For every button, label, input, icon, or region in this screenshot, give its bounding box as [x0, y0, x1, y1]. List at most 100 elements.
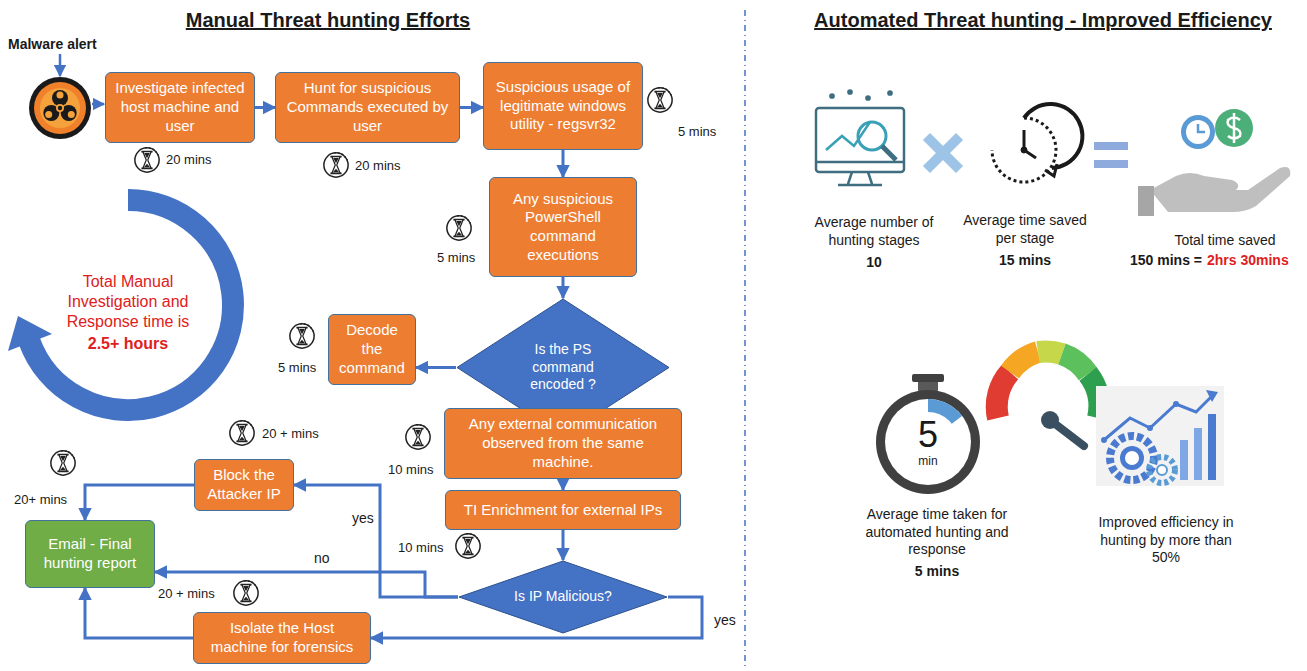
biohazard-icon — [58, 106, 62, 110]
divider-line — [744, 10, 746, 668]
process-box: Any suspicious PowerShell command execut… — [489, 177, 637, 277]
multiply-sign — [930, 140, 956, 166]
time-label: 10 mins — [398, 540, 444, 556]
section-title: Manual Threat hunting Efforts — [108, 8, 548, 33]
timer-icon — [324, 153, 348, 177]
text-group: Email - Final hunting report — [32, 535, 148, 573]
timer-icon — [51, 451, 75, 475]
node-text: Block the Attacker IP — [201, 466, 287, 504]
flow-arrow — [85, 485, 194, 520]
edge-label: yes — [350, 510, 376, 527]
process-box: Hunt for suspicious Commands executed by… — [275, 72, 460, 143]
time-label: 5 mins — [437, 250, 475, 266]
timer-icon — [234, 581, 258, 605]
timer-icon — [51, 88, 672, 605]
process-box: Any external communication observed from… — [444, 408, 682, 479]
equals-sign — [1094, 142, 1128, 150]
efficiency-icon — [1194, 428, 1202, 480]
time-label: 20 mins — [166, 152, 212, 168]
time-label: 5 mins — [678, 124, 716, 140]
text-group: Hunt for suspicious Commands executed by… — [282, 79, 453, 135]
equals-sign — [1094, 142, 1128, 168]
gauge-icon — [997, 351, 1100, 446]
gauge-icon — [1062, 354, 1088, 374]
efficiency-icon — [1147, 425, 1153, 431]
timer-icon — [406, 425, 430, 449]
monitor-icon — [830, 94, 833, 97]
biohazard-icon — [29, 77, 91, 139]
node-text: Any suspicious PowerShell command execut… — [496, 190, 630, 265]
timer-icon — [135, 148, 159, 172]
node-text: Investigate infected host machine and us… — [112, 79, 248, 135]
monitor-icon — [848, 90, 851, 93]
process-box: TI Enrichment for external IPs — [445, 490, 681, 530]
efficiency-icon — [1208, 414, 1216, 480]
diamond-outline — [456, 298, 670, 437]
node-text: Is IP Malicious? — [514, 588, 612, 606]
multiply-sign — [930, 140, 956, 166]
flow-arrow — [371, 597, 702, 638]
node-text: Email - Final hunting report — [32, 535, 148, 573]
cycle-arrow — [8, 316, 52, 351]
text-group: Is the PS command encoded ? — [510, 341, 617, 394]
efficiency-icon — [1096, 386, 1224, 486]
edge-label: yes — [712, 612, 738, 629]
metric-value: 10 — [834, 254, 914, 272]
metric-value: 15 mins — [975, 252, 1075, 270]
gauge-icon — [997, 372, 1010, 418]
flow-arrow — [294, 485, 458, 597]
gauge-icon — [1041, 411, 1059, 429]
money-hand-icon — [1198, 124, 1205, 132]
time-label: 20 + mins — [262, 426, 319, 442]
node-text: Any external communication observed from… — [451, 415, 675, 471]
biohazard-icon — [29, 77, 91, 139]
stopwatch-icon — [912, 374, 944, 382]
clock-icon — [1045, 164, 1057, 176]
cycle-arrow — [8, 200, 233, 410]
cycle-arrow — [29, 200, 233, 410]
multiply-sign — [930, 140, 956, 166]
flow-arrow — [562, 408, 565, 437]
timer-icon — [230, 421, 254, 445]
text-group: TI Enrichment for external IPs — [464, 501, 662, 520]
biohazard-icon — [56, 104, 64, 112]
monitor-icon — [816, 108, 904, 172]
flow-arrow — [460, 106, 483, 109]
diamond-shape — [457, 299, 669, 436]
node-text: Is the PS command encoded ? — [510, 341, 617, 394]
gauge-icon — [1038, 351, 1062, 354]
node-text: Hunt for suspicious Commands executed by… — [282, 79, 453, 135]
time-label: 10 mins — [388, 462, 434, 478]
stopwatch-icon — [876, 374, 980, 494]
section-title: Automated Threat hunting - Improved Effi… — [763, 8, 1307, 33]
time-label: 20 + mins — [158, 586, 215, 602]
alert-arrow — [59, 54, 62, 76]
total-time-note: Total Manual Investigation and Response … — [53, 272, 203, 332]
flow-arrow — [85, 588, 193, 638]
process-box: Decode the command — [328, 314, 416, 385]
money-hand-icon — [1186, 120, 1210, 144]
time-label: 5 mins — [278, 360, 316, 376]
monitor-icon — [882, 146, 896, 160]
alert-label: Malware alert — [8, 36, 97, 54]
timer-icon — [456, 534, 480, 558]
money-hand-icon — [1228, 113, 1241, 143]
efficiency-icon — [1120, 446, 1144, 470]
stopwatch-icon — [876, 390, 980, 494]
text-group: Any external communication observed from… — [451, 415, 675, 471]
text-group: Decode the command — [335, 321, 409, 377]
clock-icon — [1021, 147, 1027, 153]
metric-caption: Total time saved — [1145, 232, 1305, 250]
text-group: Investigate infected host machine and us… — [112, 79, 248, 135]
diamond-shape — [459, 561, 667, 633]
decision-diamond: Is IP Malicious? — [458, 560, 668, 634]
efficiency-icon — [1206, 390, 1218, 402]
clock-icon — [992, 118, 1056, 182]
text-group: Any suspicious PowerShell command execut… — [496, 190, 630, 265]
biohazard-icon — [68, 111, 75, 118]
monitor-icon — [888, 91, 891, 94]
flow-arrow — [155, 572, 458, 597]
node-text: Suspicious usage of legitimate windows u… — [490, 78, 636, 134]
